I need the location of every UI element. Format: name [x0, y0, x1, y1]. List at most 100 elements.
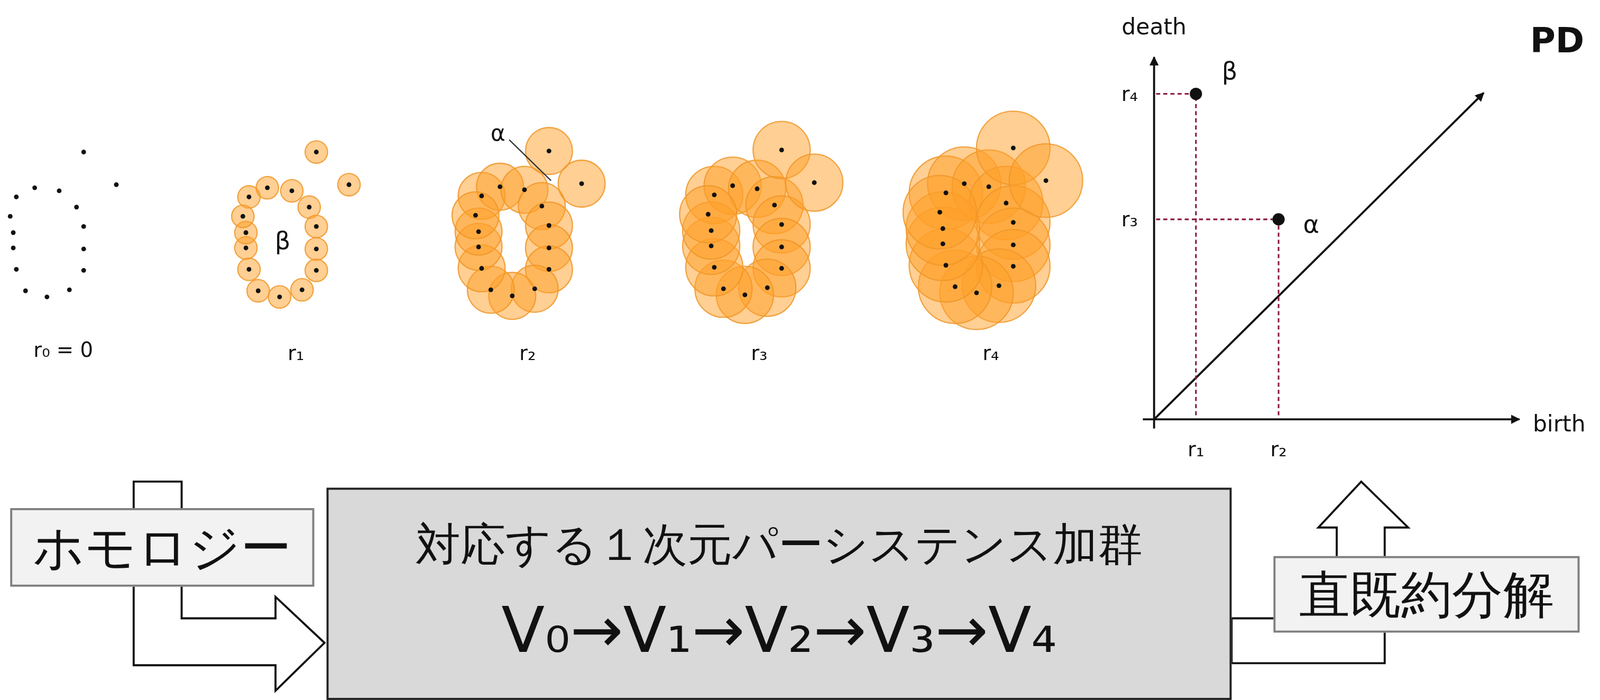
data-point: [314, 268, 319, 273]
data-point: [346, 182, 352, 188]
data-point: [1010, 263, 1016, 269]
radius-label: r₂: [519, 341, 536, 364]
data-point: [289, 188, 294, 193]
data-point: [943, 262, 949, 268]
data-point: [742, 292, 748, 298]
data-point: [711, 192, 717, 198]
data-point: [952, 284, 958, 290]
point-label: α: [1303, 210, 1320, 238]
tick-label: r₂: [1270, 437, 1287, 461]
box-title: ホモロジー: [32, 516, 292, 578]
filtration-disks: [231, 111, 1083, 330]
data-point: [488, 287, 494, 293]
data-point: [473, 213, 478, 218]
birth-axis: [1142, 418, 1520, 421]
data-point: [479, 193, 484, 199]
data-point: [937, 209, 943, 215]
data-point: [479, 265, 484, 271]
data-point: [532, 286, 538, 292]
data-point: [546, 245, 552, 251]
ball: [679, 185, 737, 243]
data-point: [1043, 178, 1049, 183]
ball: [280, 179, 303, 202]
data-point: [771, 202, 777, 208]
persistence-diagram: [1142, 57, 1520, 429]
ball: [305, 215, 328, 238]
data-point: [546, 267, 552, 272]
data-point: [7, 214, 13, 219]
data-point: [81, 246, 87, 252]
data-point: [779, 244, 785, 250]
ball: [305, 140, 328, 163]
data-point: [812, 180, 817, 186]
data-point: [1010, 145, 1016, 151]
data-point: [255, 288, 261, 294]
data-point: [476, 229, 482, 235]
data-point: [779, 147, 785, 153]
data-point: [81, 268, 87, 273]
data-point: [314, 246, 319, 252]
data-point: [546, 223, 552, 228]
data-point: [13, 194, 19, 200]
data-point: [299, 287, 305, 293]
box-title: 対応する１次元パーシステンス加群: [415, 518, 1143, 573]
radius-label: r₄: [982, 341, 999, 364]
radius-label: r₁: [287, 341, 305, 364]
axis-label: death: [1121, 15, 1187, 41]
leader-line: [509, 139, 551, 181]
data-point: [246, 267, 252, 272]
data-point: [755, 186, 760, 192]
data-point: [243, 245, 249, 251]
data-point: [779, 222, 785, 227]
box-title: 直既約分解: [1299, 563, 1554, 625]
ball: [903, 175, 977, 250]
data-point: [81, 149, 87, 155]
data-point: [546, 148, 552, 154]
data-point: [705, 212, 711, 217]
ball: [1009, 143, 1083, 218]
ball: [268, 285, 291, 308]
data-point: [240, 214, 246, 219]
tick-label: r₁: [1187, 437, 1204, 461]
radius-label: r₃: [750, 341, 768, 364]
data-point: [74, 204, 79, 210]
data-point: [973, 290, 979, 296]
dashed-guide: [1156, 219, 1280, 419]
data-point: [1010, 219, 1016, 225]
data-point: [721, 286, 726, 292]
data-point: [961, 181, 967, 187]
data-point: [81, 224, 87, 229]
data-point: [67, 287, 72, 293]
method-box: ホモロジー: [10, 508, 315, 587]
diagram-point: [1189, 87, 1202, 100]
data-point: [711, 264, 717, 270]
ball: [558, 160, 606, 208]
data-point: [1010, 242, 1016, 248]
data-point: [539, 203, 545, 209]
data-point: [246, 194, 252, 200]
axis-label: birth: [1532, 411, 1586, 437]
cycle-label: α: [490, 121, 506, 146]
data-point: [314, 149, 319, 155]
point-cloud: [7, 145, 1049, 300]
ball: [452, 191, 500, 239]
data-point: [986, 184, 992, 190]
method-box: 直既約分解: [1273, 556, 1580, 633]
death-axis: [1153, 57, 1156, 429]
data-point: [765, 285, 770, 291]
ball: [785, 153, 843, 211]
point-label: β: [1221, 58, 1238, 86]
data-point: [11, 230, 16, 236]
data-point: [943, 190, 949, 196]
data-point: [56, 188, 62, 193]
data-point: [314, 224, 319, 229]
module-box: 対応する１次元パーシステンス加群V₀→V₁→V₂→V₃→V₄: [326, 487, 1232, 700]
data-point: [114, 182, 119, 188]
diagram-point: [1272, 213, 1285, 226]
data-point: [11, 245, 16, 251]
data-point: [264, 185, 270, 191]
tick-label: r₄: [1121, 82, 1138, 105]
data-point: [996, 283, 1002, 289]
diagonal: [1154, 93, 1484, 420]
